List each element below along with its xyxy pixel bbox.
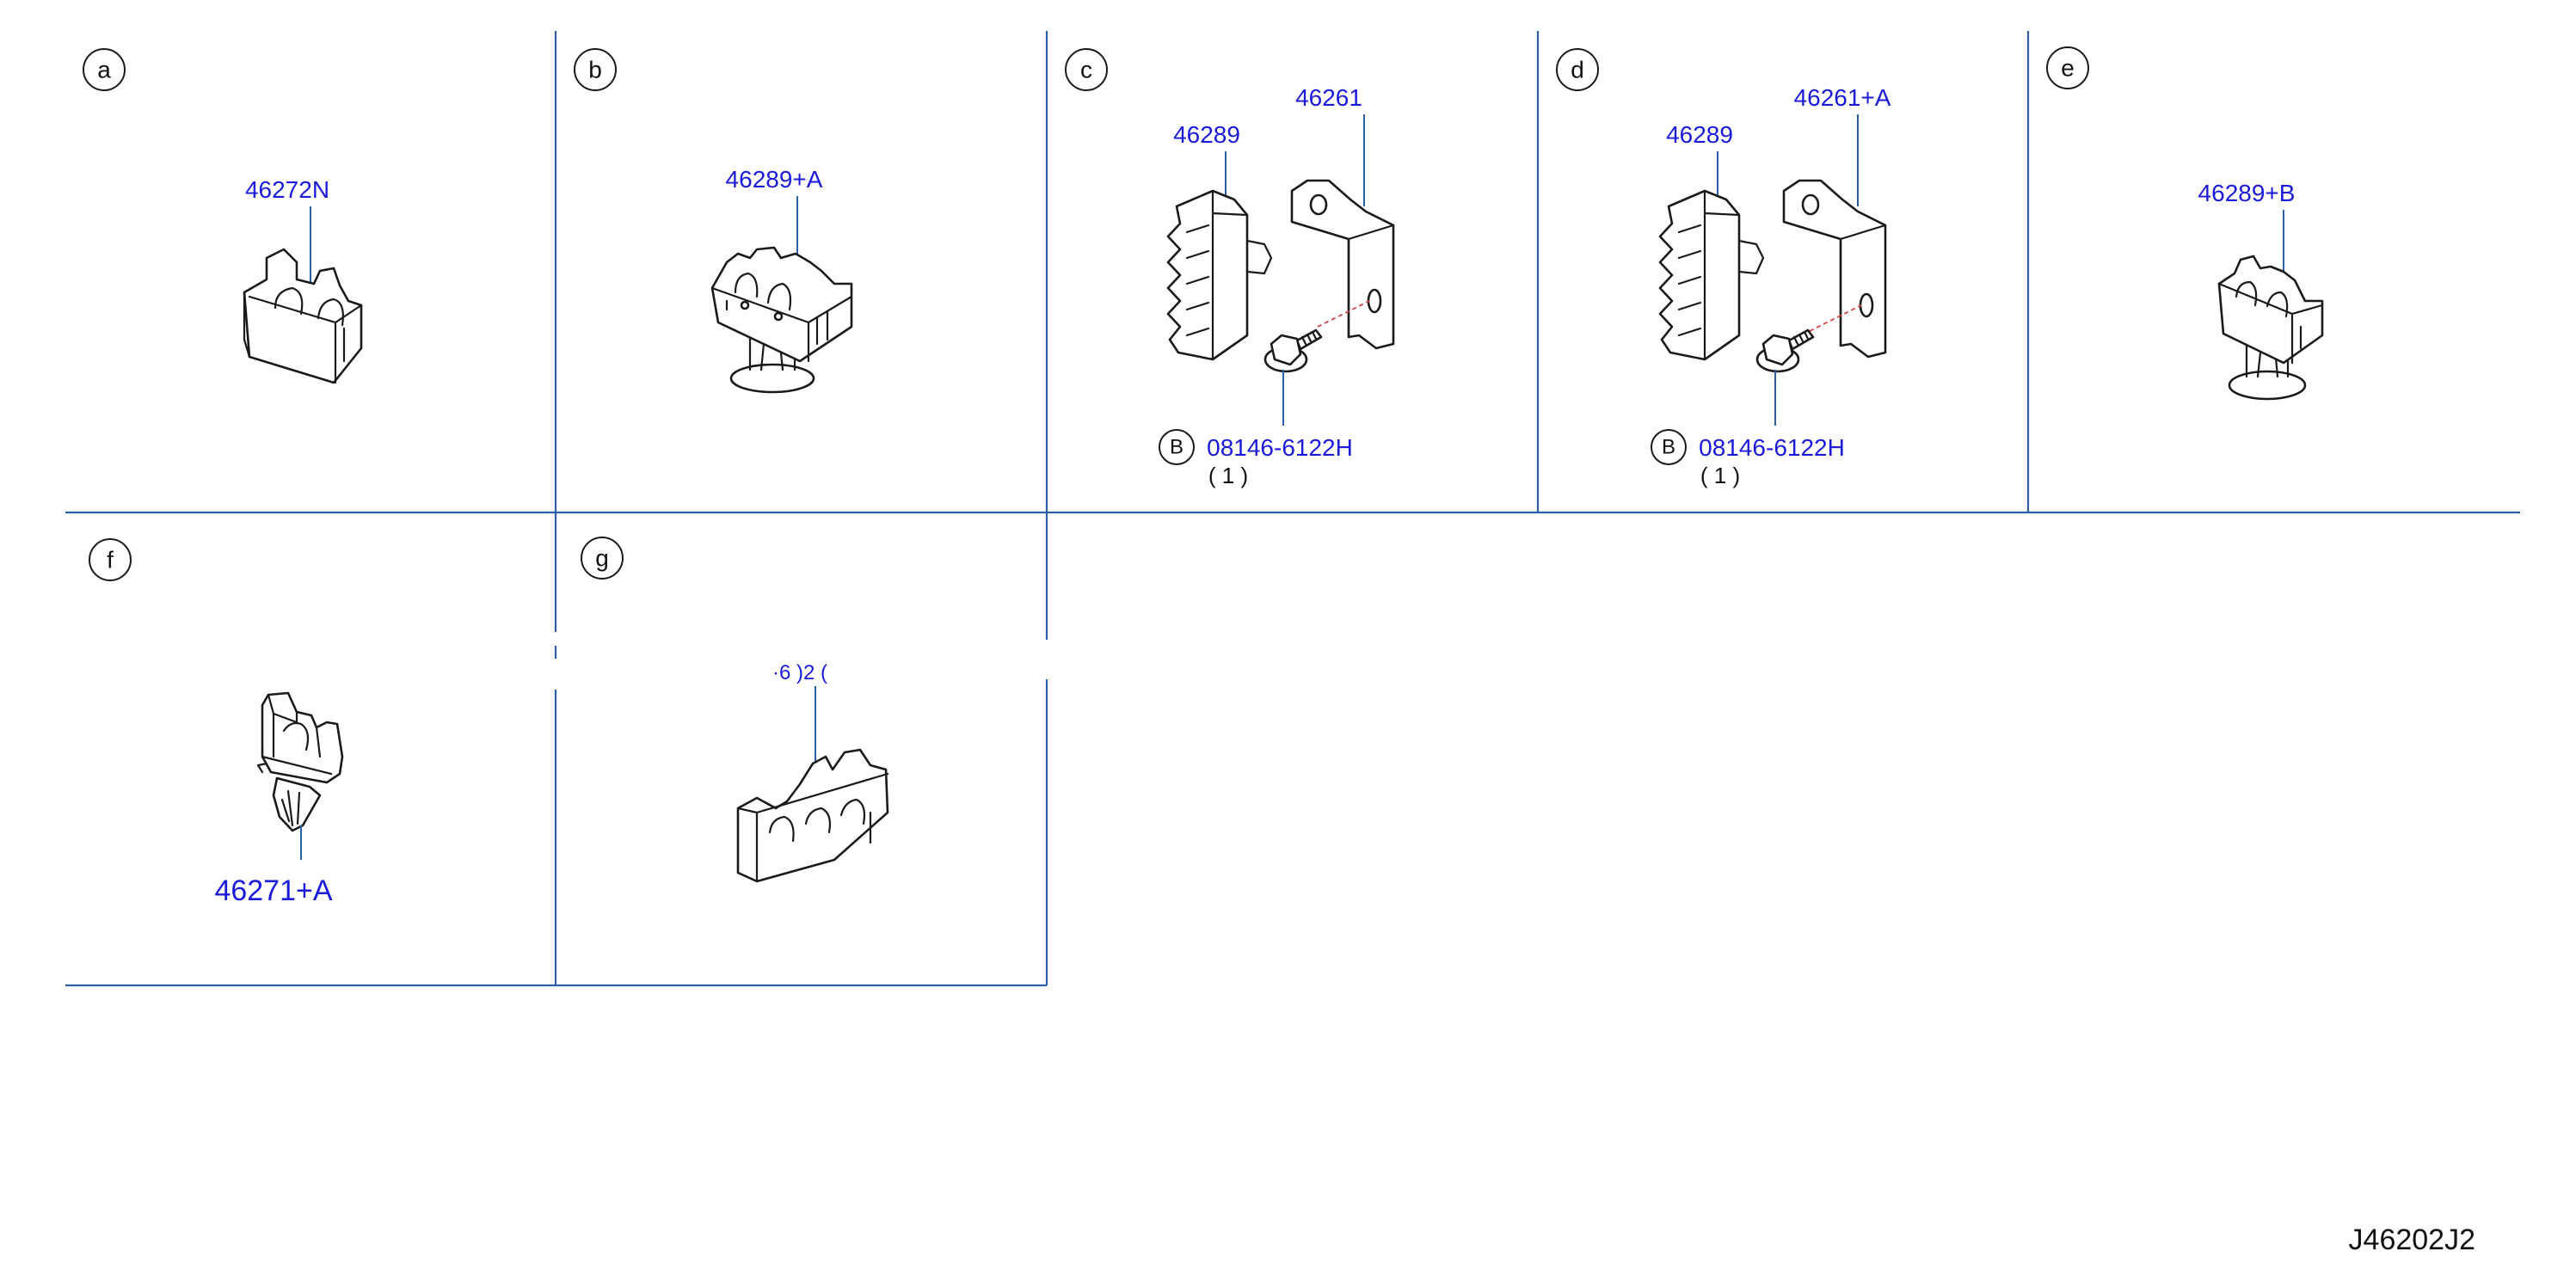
cell-c-bolt-thread [1300, 330, 1318, 346]
cell-e-base [2228, 370, 2307, 401]
cell-c-bolt-qty: ( 1 ) [1208, 463, 1248, 488]
cell-d-comb-detail [1677, 189, 1765, 361]
cell-e-clip-drawing [2217, 255, 2324, 401]
cell-b-letter: b [588, 57, 602, 83]
cell-d-bracket [1782, 179, 1887, 359]
cell-a: a 46272N [83, 48, 363, 384]
cell-c-comb-detail [1185, 189, 1273, 361]
cell-f: f 46271+A [89, 538, 344, 907]
cell-d-part-left[interactable]: 46289 [1666, 121, 1733, 148]
cell-f-clip-detail [256, 693, 333, 776]
cell-c-bracket-hole-top [1309, 193, 1328, 216]
cell-f-part-number[interactable]: 46271+A [214, 874, 332, 907]
cell-d-bracket-hole-side [1859, 292, 1874, 318]
cell-a-clip-body [243, 248, 363, 384]
cell-a-clip-detail [243, 286, 363, 384]
cell-b: b 46289+A [574, 48, 853, 394]
cell-c-comb-clip [1166, 189, 1273, 361]
cell-b-hole-2 [773, 311, 784, 322]
cell-d-bracket-hole-top [1801, 193, 1820, 216]
cell-c-circle [1065, 48, 1108, 91]
cell-d-bracket-plate [1782, 179, 1887, 359]
cell-g-clip-drawing [736, 748, 889, 883]
cell-c-bolt-number[interactable]: 08146-6122H [1207, 434, 1353, 461]
grid [65, 31, 2520, 987]
cell-d-bolt-axis [1809, 304, 1862, 332]
cell-a-circle [83, 48, 126, 91]
cell-d-circle [1556, 48, 1599, 91]
cell-d-bolt [1755, 328, 1815, 373]
cell-g-circle [581, 537, 624, 580]
cell-c-bracket-hole-side [1367, 288, 1382, 314]
cell-d-bolt-mark-circle [1651, 429, 1687, 465]
cell-d-comb-body [1658, 189, 1741, 361]
cell-c: c 46289 46261 B 08146-6122H ( 1 ) [1065, 48, 1395, 488]
cell-c-bracket-plate [1290, 179, 1395, 350]
cell-g-letter: g [595, 545, 609, 572]
cell-f-clip-head [261, 691, 344, 784]
cell-e: e 46289+B [2046, 46, 2324, 401]
cell-g: g ·6 )2 ( [581, 537, 889, 883]
cell-c-bolt-mark: B [1170, 436, 1183, 459]
cell-d-comb-clip [1658, 189, 1765, 361]
cell-b-hole-1 [740, 300, 750, 310]
cell-b-base [729, 363, 815, 394]
cell-f-circle [89, 538, 132, 581]
cell-c-bracket [1290, 179, 1395, 350]
cell-c-bolt [1263, 328, 1323, 373]
cell-b-clip-drawing [710, 246, 853, 394]
cell-d-bolt-thread [1792, 330, 1810, 346]
cell-d-bracket-fold [1839, 224, 1887, 347]
cell-d-bolt-mark: B [1662, 436, 1675, 459]
cell-g-part-number[interactable]: ·6 )2 ( [772, 661, 827, 684]
cell-d-bolt-number[interactable]: 08146-6122H [1699, 434, 1845, 461]
cell-d: d 46289 46261+A B 08146-6122H ( 1 ) [1556, 48, 1891, 488]
grid-gap-3 [1042, 640, 1052, 679]
cell-a-clip-drawing [243, 248, 363, 384]
cell-a-letter: a [97, 57, 111, 83]
cell-d-bolt-head [1761, 334, 1794, 366]
cell-e-circle [2046, 46, 2089, 89]
cell-f-clip-stem [272, 776, 322, 832]
cell-g-clip-detail [736, 772, 889, 883]
cell-c-bolt-head [1270, 334, 1302, 366]
cell-g-clip-body [736, 748, 889, 883]
cell-c-letter: c [1080, 57, 1092, 83]
cell-c-bracket-fold [1347, 224, 1395, 339]
cell-f-clip-drawing [256, 691, 344, 832]
grid-gap-1 [550, 632, 561, 646]
cell-c-part-left[interactable]: 46289 [1173, 121, 1240, 148]
cell-c-bolt-mark-circle [1159, 429, 1195, 465]
cell-c-comb-body [1166, 189, 1249, 361]
grid-gap-2 [550, 659, 561, 690]
cell-d-letter: d [1571, 57, 1584, 83]
diagram-code: J46202J2 [2349, 1224, 2475, 1256]
cell-d-part-right[interactable]: 46261+A [1794, 84, 1891, 111]
cell-f-stem-detail [280, 789, 301, 827]
cell-b-clip-detail [710, 272, 853, 363]
cell-c-bolt-axis [1317, 300, 1370, 328]
cell-f-letter: f [107, 547, 114, 574]
cell-e-clip-detail [2217, 280, 2324, 365]
cell-b-circle [574, 48, 617, 91]
cell-b-part-number[interactable]: 46289+A [726, 166, 823, 193]
cell-c-part-right[interactable]: 46261 [1295, 84, 1362, 111]
cell-e-letter: e [2061, 55, 2075, 82]
cell-e-part-number[interactable]: 46289+B [2198, 180, 2296, 206]
cell-a-part-number[interactable]: 46272N [245, 176, 329, 203]
cell-d-bolt-qty: ( 1 ) [1700, 463, 1740, 488]
cell-b-clip-body [710, 246, 853, 363]
